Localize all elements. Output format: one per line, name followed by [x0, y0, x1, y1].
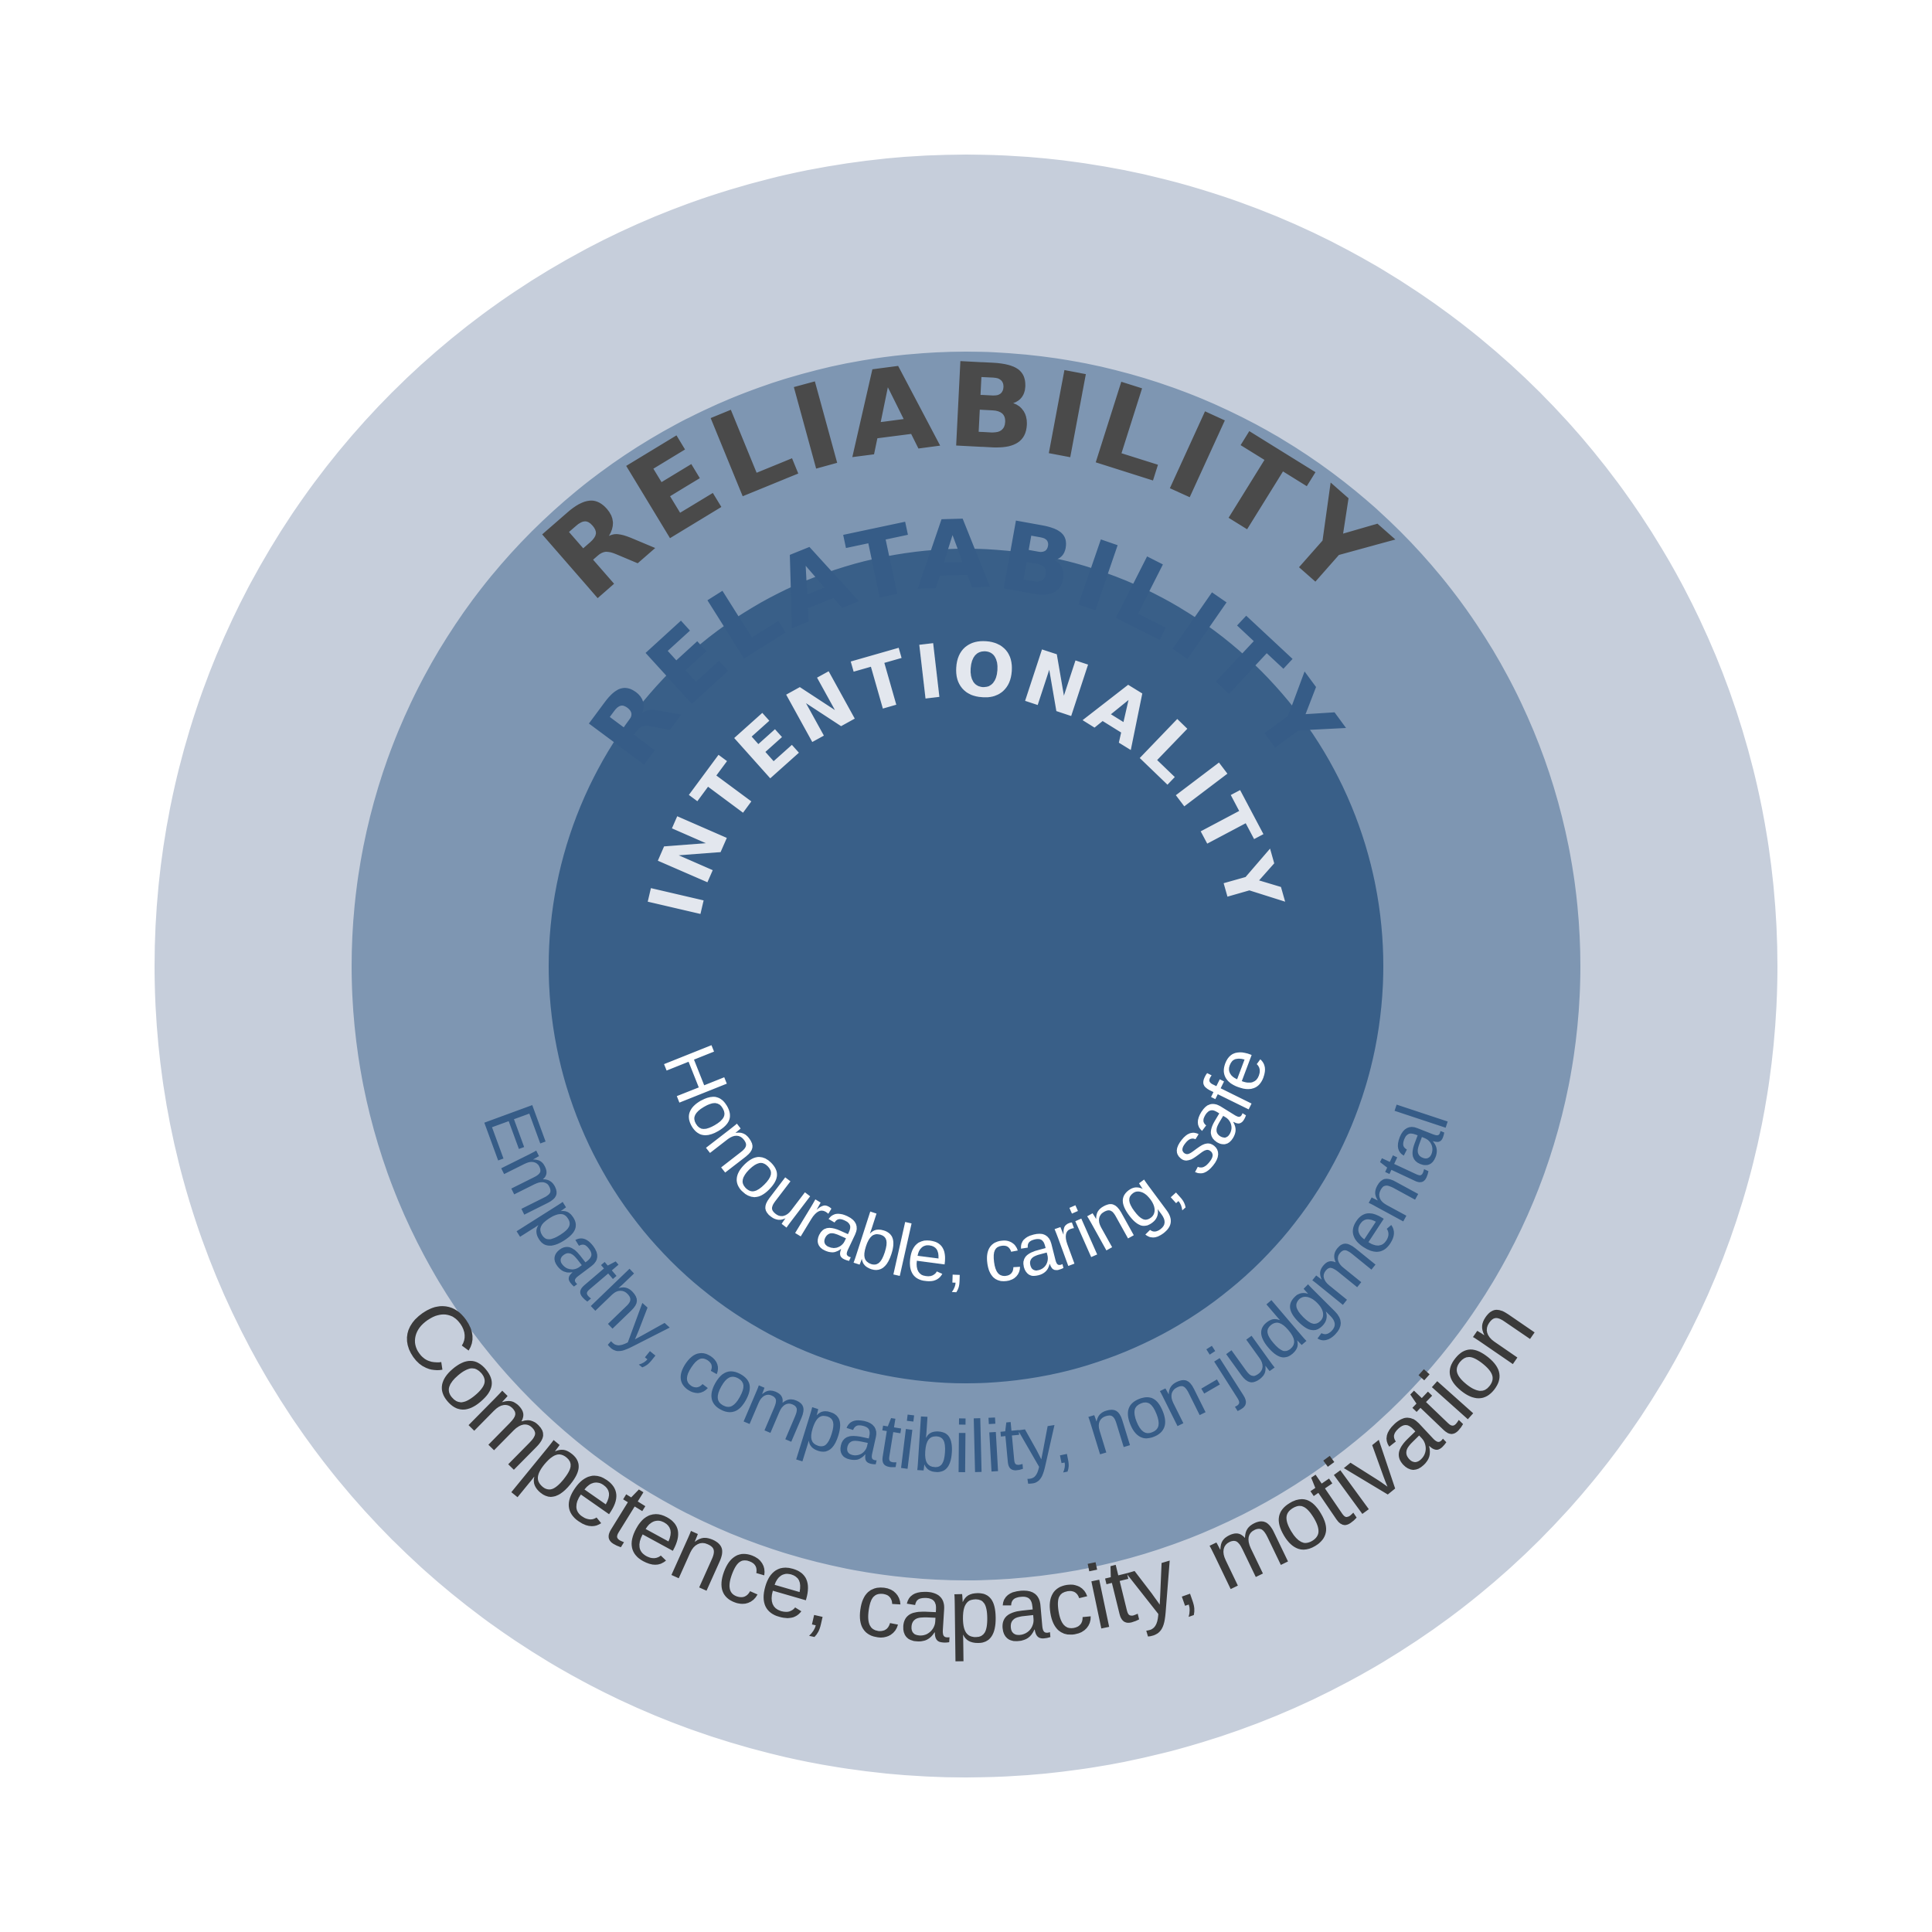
inner-ring — [549, 549, 1383, 1383]
